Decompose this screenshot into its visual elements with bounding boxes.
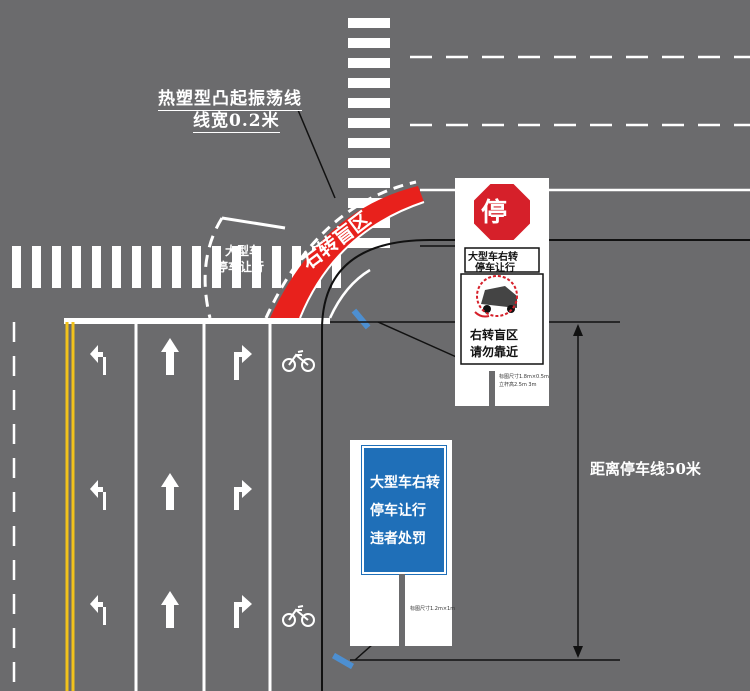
leader-rumble: [297, 109, 336, 199]
blue-size-note: 标图尺寸1.2m×1m: [410, 606, 456, 612]
blind-zone-band: [270, 186, 424, 318]
stop-notice-line2: 请勿靠近: [470, 345, 519, 359]
bicycle-icon: [282, 350, 315, 627]
stop-sign-graphic: [460, 182, 544, 406]
rumble-line-inner: [299, 201, 425, 319]
stop-size-note-2: 立杆高2.5m 3m: [499, 382, 537, 388]
truck-wait-text-1: 大型车: [225, 243, 261, 258]
arrow-right-turn: [234, 345, 252, 628]
rumble-line-outer: [264, 180, 417, 319]
blue-sign-pole: [399, 574, 405, 646]
wait-box-left: [203, 217, 224, 319]
blue-sign-panel: 大型车右转 停车让行 违者处罚 标图尺寸1.2m×1m: [350, 440, 456, 646]
stop-plate-line1: 大型车右转: [468, 252, 518, 263]
lane-dashes-east: [410, 55, 750, 127]
arrow-left-turn: [90, 345, 106, 625]
dim-arrow-top: [573, 324, 583, 336]
stop-sign-panel: 停 大型车右转 停车让行 右转盲区 请勿靠近 标图尺寸1.8m×0.5m 立杆高…: [455, 178, 549, 406]
rumble-line-width: 线宽0.2米: [193, 106, 280, 133]
truck-wait-text-2: 停车让行: [216, 259, 264, 274]
blue-sign-line1: 大型车右转: [370, 475, 440, 491]
stop-size-note-1: 标图尺寸1.8m×0.5m: [499, 374, 549, 380]
blue-sign-line2: 停车让行: [370, 503, 426, 519]
lane-dividers: [134, 322, 272, 691]
stop-line: [64, 318, 330, 324]
pole-marker-1: [351, 308, 371, 330]
distance-label: 距离停车线50米: [590, 460, 702, 478]
stop-plate-line2: 停车让行: [475, 263, 515, 274]
stop-notice-line1: 右转盲区: [470, 328, 519, 342]
rumble-line-title: 热塑型凸起振荡线: [158, 84, 302, 111]
corner-curb-white: [328, 268, 371, 319]
blue-sign-face: [362, 446, 446, 574]
pole-marker-2: [331, 652, 355, 670]
corner-curb: [321, 239, 750, 691]
dim-arrow-bottom: [573, 646, 583, 658]
blue-sign-line3: 违者处罚: [370, 531, 426, 547]
arrow-straight: [161, 338, 179, 628]
stop-glyph: 停: [481, 198, 508, 228]
wait-box-top: [221, 216, 286, 230]
